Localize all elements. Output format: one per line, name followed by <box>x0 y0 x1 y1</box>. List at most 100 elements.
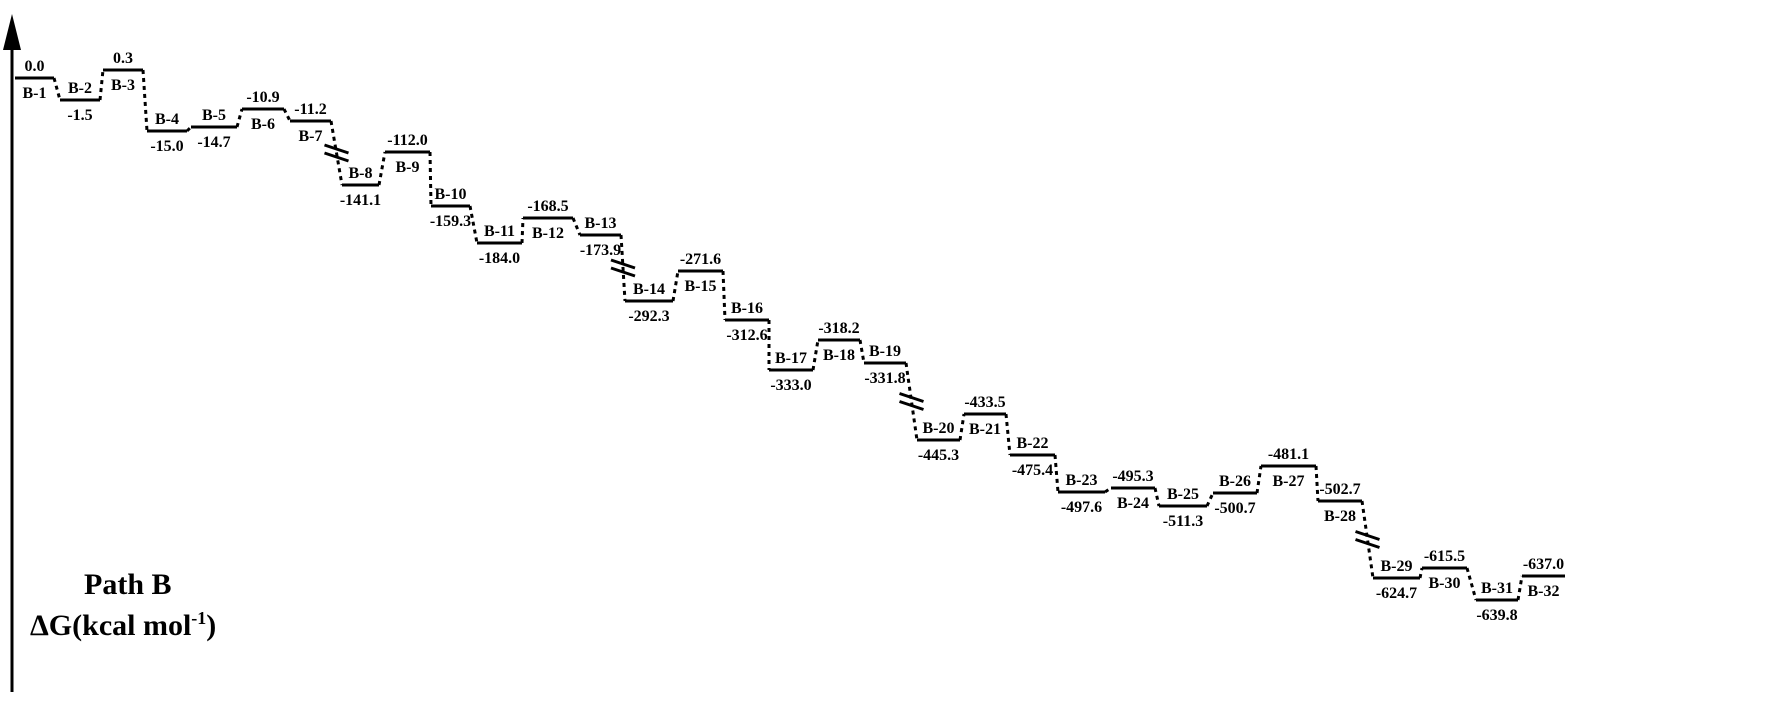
level-value-B-28: -502.7 <box>1319 481 1360 498</box>
axis-break-mark-B-28-0 <box>1355 530 1380 541</box>
level-name-B-8: B-8 <box>349 165 373 182</box>
connector-B-8 <box>377 151 387 186</box>
level-name-B-10: B-10 <box>435 186 467 203</box>
connector-B-6 <box>282 108 292 122</box>
connector-B-20 <box>958 413 966 441</box>
level-name-B-5: B-5 <box>202 107 226 124</box>
connector-B-11 <box>520 217 525 244</box>
axis-break-mark-B-13-0 <box>610 258 636 270</box>
connector-B-21 <box>1004 413 1012 456</box>
level-name-B-21: B-21 <box>969 421 1001 438</box>
level-value-B-5: -14.7 <box>197 134 230 151</box>
level-value-B-20: -445.3 <box>918 447 959 464</box>
connector-B-5 <box>235 108 244 128</box>
connector-B-12 <box>571 217 582 236</box>
level-value-B-24: -495.3 <box>1112 468 1153 485</box>
connector-B-3 <box>141 69 149 132</box>
connector-B-2 <box>98 69 105 101</box>
connector-B-15 <box>721 270 727 321</box>
path-title: Path B <box>84 568 172 601</box>
level-value-B-18: -318.2 <box>818 320 859 337</box>
level-value-B-14: -292.3 <box>628 308 669 325</box>
connector-B-27 <box>1314 465 1320 502</box>
y-axis-label: ΔG(kcal mol-1) <box>30 608 216 643</box>
level-value-B-10: -159.3 <box>430 213 471 230</box>
level-name-B-26: B-26 <box>1219 473 1251 490</box>
level-value-B-21: -433.5 <box>964 394 1005 411</box>
level-value-B-12: -168.5 <box>527 198 568 215</box>
level-name-B-22: B-22 <box>1017 435 1049 452</box>
level-value-B-19: -331.8 <box>864 370 905 387</box>
level-name-B-25: B-25 <box>1167 486 1199 503</box>
level-name-B-32: B-32 <box>1528 583 1560 600</box>
connector-B-24 <box>1153 487 1161 507</box>
connector-B-29 <box>1418 567 1424 579</box>
level-name-B-31: B-31 <box>1481 580 1513 597</box>
level-value-B-7: -11.2 <box>294 101 326 118</box>
level-name-B-17: B-17 <box>775 350 807 367</box>
connector-B-13 <box>619 234 627 302</box>
connector-B-10 <box>468 205 479 244</box>
level-value-B-3: 0.3 <box>113 50 133 67</box>
connector-B-4 <box>185 125 193 133</box>
level-name-B-27: B-27 <box>1273 473 1305 490</box>
connector-B-30 <box>1465 567 1478 601</box>
level-name-B-24: B-24 <box>1117 495 1149 512</box>
connector-B-9 <box>428 151 433 207</box>
level-connectors <box>52 69 1524 601</box>
level-value-B-8: -141.1 <box>340 192 381 209</box>
level-name-B-7: B-7 <box>299 128 323 145</box>
connector-B-31 <box>1516 575 1524 601</box>
level-name-B-23: B-23 <box>1066 472 1098 489</box>
connector-B-14 <box>671 270 680 302</box>
level-value-B-29: -624.7 <box>1376 585 1417 602</box>
connector-B-23 <box>1104 486 1112 494</box>
level-value-B-16: -312.6 <box>726 327 767 344</box>
level-name-B-2: B-2 <box>68 80 92 97</box>
level-name-B-11: B-11 <box>484 223 515 240</box>
connector-B-7 <box>329 120 344 186</box>
level-value-B-22: -475.4 <box>1012 462 1053 479</box>
connector-B-18 <box>858 339 866 364</box>
connector-B-28 <box>1360 500 1375 579</box>
level-name-B-28: B-28 <box>1324 508 1356 525</box>
level-name-B-29: B-29 <box>1381 558 1413 575</box>
connector-B-26 <box>1255 465 1263 494</box>
connector-B-17 <box>811 339 820 371</box>
level-value-B-17: -333.0 <box>770 377 811 394</box>
level-name-B-14: B-14 <box>633 281 665 298</box>
level-name-B-18: B-18 <box>823 347 855 364</box>
level-value-B-25: -511.3 <box>1163 513 1203 530</box>
level-value-B-27: -481.1 <box>1268 446 1309 463</box>
y-axis-label-suffix: ) <box>206 609 217 642</box>
axis-break-mark-B-19-1 <box>899 400 924 411</box>
level-name-B-12: B-12 <box>532 225 564 242</box>
connector-B-25 <box>1205 492 1215 507</box>
level-name-B-20: B-20 <box>923 420 955 437</box>
connector-B-22 <box>1053 454 1060 493</box>
level-name-B-15: B-15 <box>685 278 717 295</box>
connector-B-1 <box>52 77 62 101</box>
level-value-B-1: 0.0 <box>25 58 45 75</box>
level-name-B-13: B-13 <box>585 215 617 232</box>
y-axis-arrowhead <box>3 14 21 50</box>
level-name-B-6: B-6 <box>251 116 275 133</box>
level-value-B-13: -173.9 <box>580 242 621 259</box>
level-name-B-4: B-4 <box>155 111 179 128</box>
level-name-B-19: B-19 <box>869 343 901 360</box>
energy-levels: 0.0B-1-1.5B-20.3B-3-15.0B-4-14.7B-5-10.9… <box>15 50 1565 624</box>
level-value-B-15: -271.6 <box>680 251 721 268</box>
level-value-B-30: -615.5 <box>1424 548 1465 565</box>
axis-breaks <box>324 143 1380 549</box>
axis-break-mark-B-19-0 <box>899 392 924 403</box>
level-value-B-4: -15.0 <box>150 138 183 155</box>
level-value-B-11: -184.0 <box>479 250 520 267</box>
level-value-B-32: -637.0 <box>1523 556 1564 573</box>
level-value-B-26: -500.7 <box>1214 500 1255 517</box>
connector-B-19 <box>904 362 919 441</box>
level-name-B-30: B-30 <box>1429 575 1461 592</box>
axis-break-mark-B-7-0 <box>324 143 349 155</box>
level-value-B-23: -497.6 <box>1061 499 1102 516</box>
y-axis-label-prefix: ΔG(kcal mol <box>30 609 192 642</box>
